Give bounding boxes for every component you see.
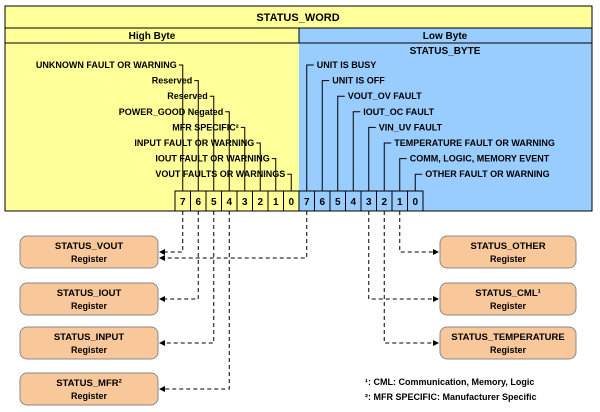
low-bit-leader — [399, 158, 407, 191]
register-box — [439, 326, 577, 360]
status-byte-label: STATUS_BYTE — [410, 46, 481, 57]
high-bit-label: MFR SPECIFIC² — [172, 122, 239, 132]
register-name: STATUS_MFR² — [56, 378, 122, 389]
high-bit-number: 7 — [180, 197, 186, 208]
low-bit-leader — [337, 95, 345, 191]
register-name: STATUS_TEMPERATURE — [451, 332, 564, 343]
high-bit-label: VOUT FAULTS OR WARNINGS — [155, 169, 285, 179]
register-name: STATUS_INPUT — [54, 332, 125, 343]
low-bit-leader — [306, 64, 314, 191]
high-bit-leader — [225, 111, 230, 191]
low-bit-number: 7 — [304, 197, 310, 208]
bit-leader-lines — [178, 64, 423, 191]
high-bit-leader — [178, 64, 184, 191]
high-bit-number: 5 — [211, 197, 217, 208]
high-byte-label: High Byte — [129, 31, 176, 42]
low-bit-number: 2 — [381, 197, 387, 208]
register-sub: Register — [490, 301, 527, 311]
connector-line — [159, 211, 199, 302]
high-bit-number: 4 — [226, 197, 232, 208]
register-name: STATUS_OTHER — [470, 241, 545, 252]
register-sub: Register — [490, 254, 527, 264]
low-bit-label: VOUT_OV FAULT — [348, 91, 422, 101]
low-bit-number: 1 — [397, 197, 403, 208]
high-byte-panel — [5, 28, 299, 211]
connector-line — [159, 211, 184, 255]
high-bit-leader — [271, 158, 277, 191]
register-name: STATUS_IOUT — [57, 288, 122, 299]
high-bit-number: 0 — [288, 197, 294, 208]
connector-line — [383, 211, 439, 346]
high-bit-number: 2 — [257, 197, 263, 208]
connector-line — [399, 211, 439, 255]
register-box — [439, 235, 577, 269]
register-box — [439, 282, 577, 316]
high-bit-label: UNKNOWN FAULT OR WARNING — [36, 60, 177, 70]
low-bit-leader — [368, 126, 376, 191]
high-bit-number: 3 — [242, 197, 248, 208]
high-byte-bit-labels: UNKNOWN FAULT OR WARNINGReservedReserved… — [36, 60, 285, 179]
high-bit-number: 6 — [195, 197, 201, 208]
high-bit-label: INPUT FAULT OR WARNING — [134, 138, 254, 148]
low-bit-leader — [352, 111, 361, 191]
register-name: STATUS_VOUT — [55, 241, 123, 252]
high-bit-label: Reserved — [167, 91, 208, 101]
low-bit-label: UNIT IS OFF — [332, 76, 385, 86]
high-bit-leader — [287, 173, 292, 191]
high-bit-label: Reserved — [152, 76, 193, 86]
low-bit-number: 6 — [319, 197, 325, 208]
register-name: STATUS_CML¹ — [475, 288, 541, 299]
high-bit-label: IOUT FAULT OR WARNING — [155, 154, 269, 164]
low-bit-cell — [407, 190, 424, 212]
low-bit-leader — [321, 80, 330, 191]
register-sub: Register — [71, 391, 108, 401]
status-word-title: STATUS_WORD — [256, 12, 339, 24]
register-box — [19, 282, 159, 316]
register-box — [19, 372, 159, 406]
register-sub: Register — [71, 254, 108, 264]
connector-line — [159, 211, 215, 346]
low-bit-number: 0 — [412, 197, 418, 208]
high-bit-leader — [256, 142, 261, 191]
low-bit-label: OTHER FAULT OR WARNING — [425, 169, 549, 179]
low-byte-bit-labels: UNIT IS BUSY UNIT IS OFF VOUT_OV FAULT IOUT… — [317, 60, 555, 179]
connector-line — [368, 211, 439, 302]
high-bit-leader — [209, 95, 215, 191]
register-box — [19, 326, 159, 360]
low-bit-label: VIN_UV FAULT — [379, 122, 443, 132]
register-sub: Register — [71, 345, 108, 355]
connector-line — [159, 211, 230, 392]
low-byte-panel — [299, 28, 592, 211]
high-bit-number: 1 — [273, 197, 279, 208]
low-bit-number: 4 — [350, 197, 356, 208]
low-bit-label: COMM, LOGIC, MEMORY EVENT — [410, 154, 550, 164]
register-sub: Register — [490, 345, 527, 355]
high-bit-leader — [194, 80, 199, 191]
low-bit-leader — [383, 142, 392, 191]
high-bit-label: POWER_GOOD Negated — [119, 107, 224, 117]
register-sub: Register — [71, 301, 108, 311]
low-bit-label: IOUT_OC FAULT — [363, 107, 434, 117]
high-bit-leader — [240, 126, 246, 191]
low-bit-number: 3 — [366, 197, 372, 208]
status-registers: STATUS_VOUTRegisterSTATUS_IOUTRegisterST… — [19, 235, 577, 406]
low-bit-leader — [414, 173, 423, 191]
low-bit-label: TEMPERATURE FAULT OR WARNING — [394, 138, 555, 148]
low-byte-label: Low Byte — [423, 31, 468, 42]
low-bit-number: 5 — [335, 197, 341, 208]
low-bit-label: UNIT IS BUSY — [317, 60, 377, 70]
footnote-mfr: ²: MFR SPECIFIC: Manufacturer Specific — [365, 392, 537, 402]
register-connectors — [159, 211, 439, 392]
footnote-cml: ¹: CML: Communication, Memory, Logic — [365, 377, 534, 387]
connector-line — [159, 211, 308, 261]
register-box — [19, 235, 159, 269]
